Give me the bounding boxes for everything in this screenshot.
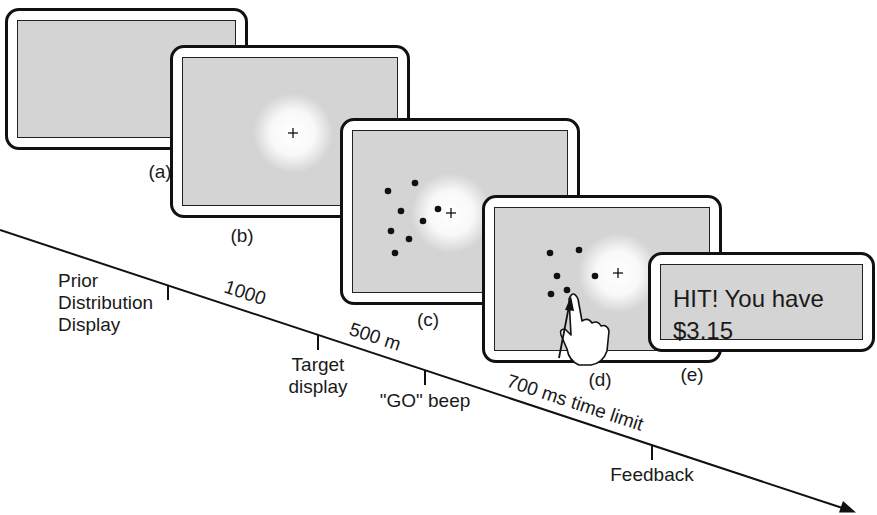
fixation-cross	[617, 268, 618, 278]
feedback-text: HIT! You have $3.15	[673, 283, 863, 347]
screen-label: (b)	[230, 225, 253, 247]
screen-label: (c)	[417, 309, 439, 331]
pointing-hand	[561, 294, 610, 365]
target-dot	[412, 180, 419, 187]
tick	[424, 370, 426, 385]
screen-label: (a)	[148, 161, 171, 183]
target-dot	[547, 250, 554, 257]
target-dot	[398, 208, 405, 215]
tablet-screen: HIT! You have $3.15(e)	[648, 252, 875, 352]
target-dot	[385, 188, 392, 195]
screen-label: (e)	[680, 364, 703, 386]
target-dot	[564, 287, 571, 294]
tick	[651, 445, 653, 460]
event-label: Prior Distribution Display	[58, 270, 168, 336]
fixation-cross	[292, 128, 293, 138]
prior-glow	[253, 93, 333, 173]
tick	[317, 335, 319, 350]
target-dot	[435, 206, 442, 213]
event-label: "GO" beep	[380, 390, 471, 412]
screen-label: (d)	[588, 369, 611, 391]
event-label: Target display	[277, 354, 359, 398]
target-dot	[420, 218, 427, 225]
pointer-arrowhead	[565, 296, 574, 311]
prior-glow	[578, 233, 658, 313]
target-dot	[576, 247, 583, 254]
target-dot	[592, 273, 599, 280]
interval-label: 500 m	[346, 318, 403, 355]
target-dot	[392, 250, 399, 257]
time-arrowhead	[839, 501, 856, 513]
target-dot	[548, 291, 555, 298]
target-dot	[388, 228, 395, 235]
target-dot	[554, 273, 561, 280]
fixation-cross	[450, 208, 451, 218]
event-label: Feedback	[610, 464, 693, 486]
prior-glow	[411, 173, 491, 253]
target-dot	[406, 236, 413, 243]
tick	[167, 285, 169, 300]
pointer-arrow	[559, 306, 569, 358]
